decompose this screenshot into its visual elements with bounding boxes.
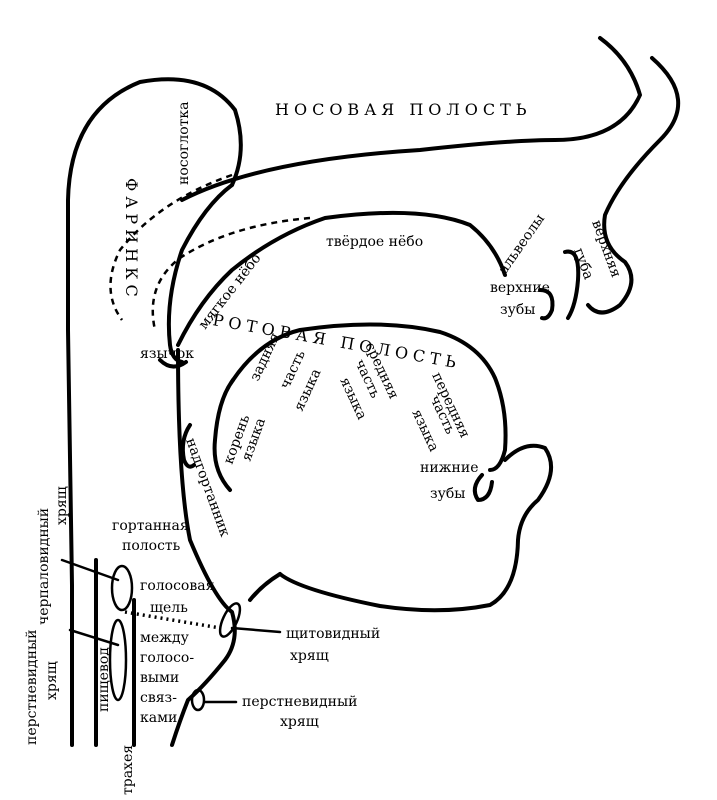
label-lower-teeth-2: зубы <box>430 486 465 502</box>
lower-teeth-shape <box>472 473 494 502</box>
label-alveoli: альвеолы <box>495 211 548 277</box>
label-cricoid-right-2: хрящ <box>280 714 319 730</box>
label-between-folds-5: ками <box>140 710 177 726</box>
label-cricoid-right-1: перстневидный <box>242 694 357 710</box>
label-lower-teeth-1: нижние <box>420 460 479 476</box>
label-oral-cavity: РОТОВАЯ ПОЛОСТЬ <box>211 310 462 372</box>
label-thyroid-2: хрящ <box>290 648 329 664</box>
leader-between-folds <box>68 628 120 647</box>
pharynx-back-wall <box>66 77 243 747</box>
nose-contour <box>586 56 681 315</box>
label-pharynx: ФАРИНКС <box>122 178 141 302</box>
label-between-folds-4: связ- <box>140 690 177 706</box>
raised-velum-dashed-2 <box>151 216 311 331</box>
label-laryngeal-cavity-1: гортанная <box>112 518 189 534</box>
label-laryngeal-cavity-2: полость <box>122 538 181 554</box>
tongue-dorsum <box>231 322 508 472</box>
leader-arytenoid <box>60 558 120 582</box>
label-upper-teeth-1: верхние <box>490 280 550 296</box>
pharynx-front-wall <box>170 348 237 747</box>
cricoid-cartilage-shape <box>190 688 206 712</box>
label-between-folds-2: голосо- <box>140 650 194 666</box>
tongue-root-line <box>212 378 235 492</box>
label-cricoid-left-1: перстневидный <box>24 630 40 745</box>
label-between-folds-1: между <box>140 630 190 646</box>
label-hard-palate: твёрдое нёбо <box>326 234 423 250</box>
upper-lip-shape <box>563 249 581 320</box>
raised-velum-dashed-1 <box>109 173 233 321</box>
thyroid-cartilage-shape <box>218 602 242 638</box>
arytenoid-shape <box>110 564 134 612</box>
label-nasal-cavity: НОСОВАЯ ПОЛОСТЬ <box>275 100 532 119</box>
label-arytenoid-1: черпаловидный <box>36 508 52 625</box>
label-glottis-2: щель <box>150 600 188 616</box>
label-trachea: трахея <box>120 745 136 795</box>
nasal-floor <box>166 183 234 364</box>
neck-front <box>248 572 282 602</box>
uvula-shape <box>158 358 188 369</box>
label-cricoid-left-2: хрящ <box>44 661 60 700</box>
label-upper-lip-2: губа <box>570 246 596 282</box>
label-thyroid-1: щитовидный <box>286 626 380 642</box>
label-glottis-1: голосовая <box>140 578 215 594</box>
leader-thyroid <box>230 626 282 634</box>
nasal-roof <box>180 36 642 202</box>
vocal-fold-shape <box>108 618 128 702</box>
upper-teeth-shape <box>538 288 555 321</box>
epiglottis-shape <box>180 423 196 469</box>
label-uvula: язычок <box>140 346 194 362</box>
label-between-folds-3: выми <box>140 670 179 686</box>
label-esophagus: пищевод <box>96 647 112 712</box>
label-upper-teeth-2: зубы <box>500 302 535 318</box>
lower-lip-shape <box>278 443 554 613</box>
glottis-dotted-line <box>124 610 221 630</box>
label-nasopharynx: носоглотка <box>176 101 192 185</box>
label-arytenoid-2: хрящ <box>54 486 70 525</box>
palate-line <box>176 210 507 347</box>
